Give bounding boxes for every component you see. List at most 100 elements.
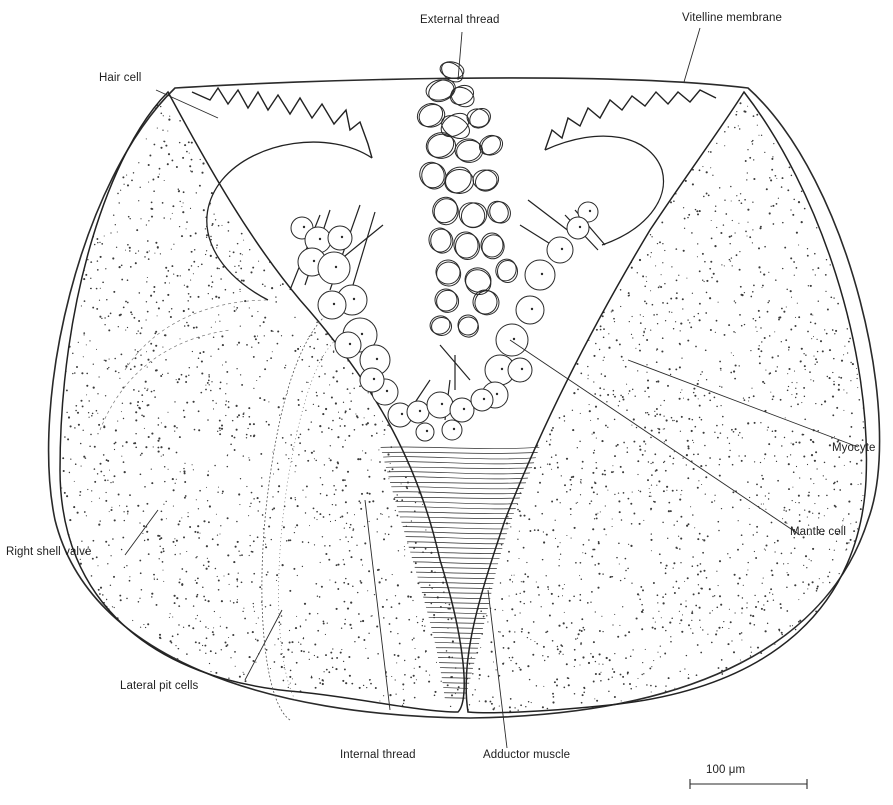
stipple-dot <box>754 461 755 462</box>
stipple-dot <box>322 413 324 415</box>
stipple-dot <box>848 577 850 579</box>
stipple-dot <box>640 491 642 493</box>
stipple-dot <box>788 346 790 348</box>
stipple-dot <box>618 143 619 144</box>
stipple-dot <box>115 370 117 372</box>
stipple-dot <box>825 613 827 615</box>
stipple-dot <box>412 249 413 250</box>
stipple-dot <box>869 102 871 104</box>
stipple-dot <box>552 427 554 429</box>
stipple-dot <box>693 593 695 595</box>
stipple-dot <box>191 171 193 173</box>
stipple-dot <box>351 117 353 119</box>
stipple-dot <box>218 348 220 350</box>
stipple-dot <box>542 298 543 299</box>
stipple-dot <box>399 643 401 645</box>
stipple-dot <box>651 474 653 476</box>
stipple-dot <box>397 515 399 517</box>
stipple-dot <box>371 616 372 617</box>
stipple-dot <box>158 417 159 418</box>
stipple-dot <box>368 310 369 311</box>
stipple-dot <box>602 116 603 117</box>
stipple-dot <box>353 701 355 703</box>
stipple-dot <box>809 712 811 714</box>
stipple-dot <box>813 483 814 484</box>
stipple-dot <box>536 188 537 189</box>
stipple-dot <box>397 272 399 274</box>
stipple-dot <box>863 169 864 170</box>
stipple-dot <box>834 113 835 114</box>
stipple-dot <box>326 136 328 138</box>
stipple-dot <box>600 325 602 327</box>
stipple-dot <box>404 338 406 340</box>
stipple-dot <box>763 274 765 276</box>
stipple-dot <box>796 232 798 234</box>
stipple-dot <box>406 207 407 208</box>
stipple-dot <box>766 188 768 190</box>
stipple-dot <box>441 294 442 295</box>
stipple-dot <box>613 394 614 395</box>
stipple-dot <box>238 493 240 495</box>
stipple-dot <box>580 373 582 375</box>
stipple-dot <box>141 327 143 329</box>
stipple-dot <box>822 111 824 113</box>
stipple-dot <box>840 712 842 714</box>
stipple-dot <box>160 147 162 149</box>
stipple-dot <box>619 99 620 100</box>
stipple-dot <box>558 234 560 236</box>
stipple-dot <box>386 286 388 288</box>
stipple-dot <box>651 149 653 151</box>
stipple-dot <box>81 372 83 374</box>
stipple-dot <box>341 649 342 650</box>
stipple-dot <box>348 656 350 658</box>
stipple-dot <box>756 331 757 332</box>
stipple-dot <box>523 89 525 91</box>
stipple-dot <box>761 475 763 477</box>
stipple-dot <box>771 522 773 524</box>
stipple-dot <box>599 107 601 109</box>
stipple-dot <box>187 325 189 327</box>
stipple-dot <box>225 180 227 182</box>
stipple-dot <box>215 257 217 259</box>
stipple-dot <box>349 550 351 552</box>
stipple-dot <box>99 498 100 499</box>
stipple-dot <box>665 320 666 321</box>
stipple-dot <box>228 401 230 403</box>
stipple-dot <box>756 483 758 485</box>
stipple-dot <box>702 552 704 554</box>
stipple-dot <box>291 641 293 643</box>
stipple-dot <box>281 615 283 617</box>
stipple-dot <box>259 105 261 107</box>
stipple-dot <box>250 271 252 273</box>
stipple-dot <box>736 706 738 708</box>
stipple-dot <box>793 199 795 201</box>
stipple-dot <box>57 265 58 266</box>
stipple-dot <box>174 401 175 402</box>
stipple-dot <box>451 694 453 696</box>
stipple-dot <box>607 427 608 428</box>
stipple-dot <box>479 700 480 701</box>
stipple-dot <box>72 582 73 583</box>
stipple-dot <box>596 462 597 463</box>
stipple-dot <box>104 324 105 325</box>
stipple-dot <box>140 664 142 666</box>
stipple-dot <box>691 110 693 112</box>
stipple-dot <box>253 423 255 425</box>
stipple-dot <box>266 154 267 155</box>
stipple-dot <box>146 301 147 302</box>
stipple-dot <box>126 175 127 176</box>
stipple-dot <box>775 370 777 372</box>
stipple-dot <box>161 422 162 423</box>
stipple-dot <box>776 461 777 462</box>
stipple-dot <box>686 655 687 656</box>
stipple-dot <box>697 689 699 691</box>
stipple-dot <box>412 349 414 351</box>
stipple-dot <box>651 430 653 432</box>
stipple-dot <box>598 90 600 92</box>
stipple-dot <box>824 400 826 402</box>
stipple-dot <box>367 408 369 410</box>
stipple-dot <box>243 105 245 107</box>
stipple-dot <box>509 579 511 581</box>
stipple-dot <box>115 429 117 431</box>
stipple-dot <box>520 704 522 706</box>
